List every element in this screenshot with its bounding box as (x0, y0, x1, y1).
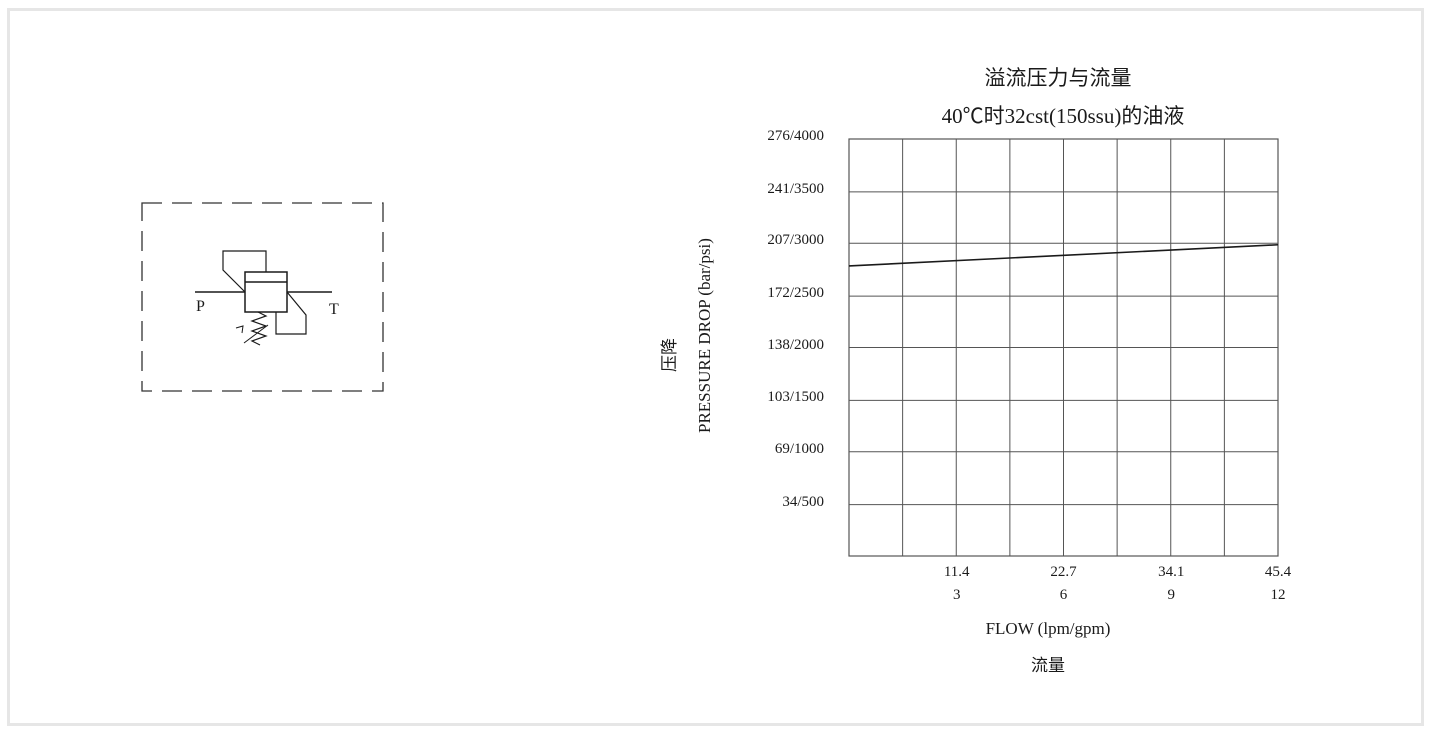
y-tick-label: 207/3000 (767, 232, 824, 249)
valve-schematic-svg (141, 202, 384, 392)
relief-valve-symbol: P T (140, 200, 390, 404)
port-t-label: T (329, 301, 339, 318)
x-axis-label-cn: 流量 (1031, 656, 1065, 675)
y-tick-label: 172/2500 (767, 285, 824, 302)
x-tick-label-gpm: 3 (952, 587, 961, 603)
chart-subtitle: 40℃时32cst(150ssu)的油液 (941, 104, 1185, 128)
y-axis-label-cn: 压降 (660, 338, 679, 372)
spring-icon (250, 311, 268, 346)
y-tick-label: 103/1500 (767, 389, 824, 406)
y-tick-label: 241/3500 (767, 180, 824, 197)
figure-frame (7, 8, 1424, 726)
x-tick-label-lpm: 11.4 (943, 564, 970, 580)
y-axis-label-en: PRESSURE DROP (bar/psi) (695, 238, 714, 433)
x-axis-label-en: FLOW (lpm/gpm) (985, 619, 1111, 638)
x-tick-label-gpm: 6 (1059, 587, 1068, 603)
y-tick-label: 34/500 (782, 493, 824, 510)
dashed-boundary (141, 202, 384, 392)
x-tick-label-gpm: 9 (1167, 587, 1175, 603)
y-tick-label: 276/4000 (767, 128, 824, 144)
x-tick-label-gpm: 12 (1270, 587, 1286, 603)
pressure-drop-line (848, 243, 1279, 267)
x-tick-label-lpm: 22.7 (1050, 564, 1077, 580)
pilot-line (222, 250, 267, 293)
arrow-head-icon (235, 325, 244, 334)
y-tick-label: 69/1000 (774, 440, 824, 457)
y-tick-label: 138/2000 (767, 336, 824, 353)
port-p-label: P (196, 298, 205, 315)
x-tick-label-lpm: 45.4 (1264, 564, 1292, 580)
drain-line (275, 291, 307, 335)
adjustable-arrow-icon (243, 324, 269, 344)
chart-title: 溢流压力与流量 (984, 66, 1132, 90)
x-tick-label-lpm: 34.1 (1158, 564, 1185, 580)
